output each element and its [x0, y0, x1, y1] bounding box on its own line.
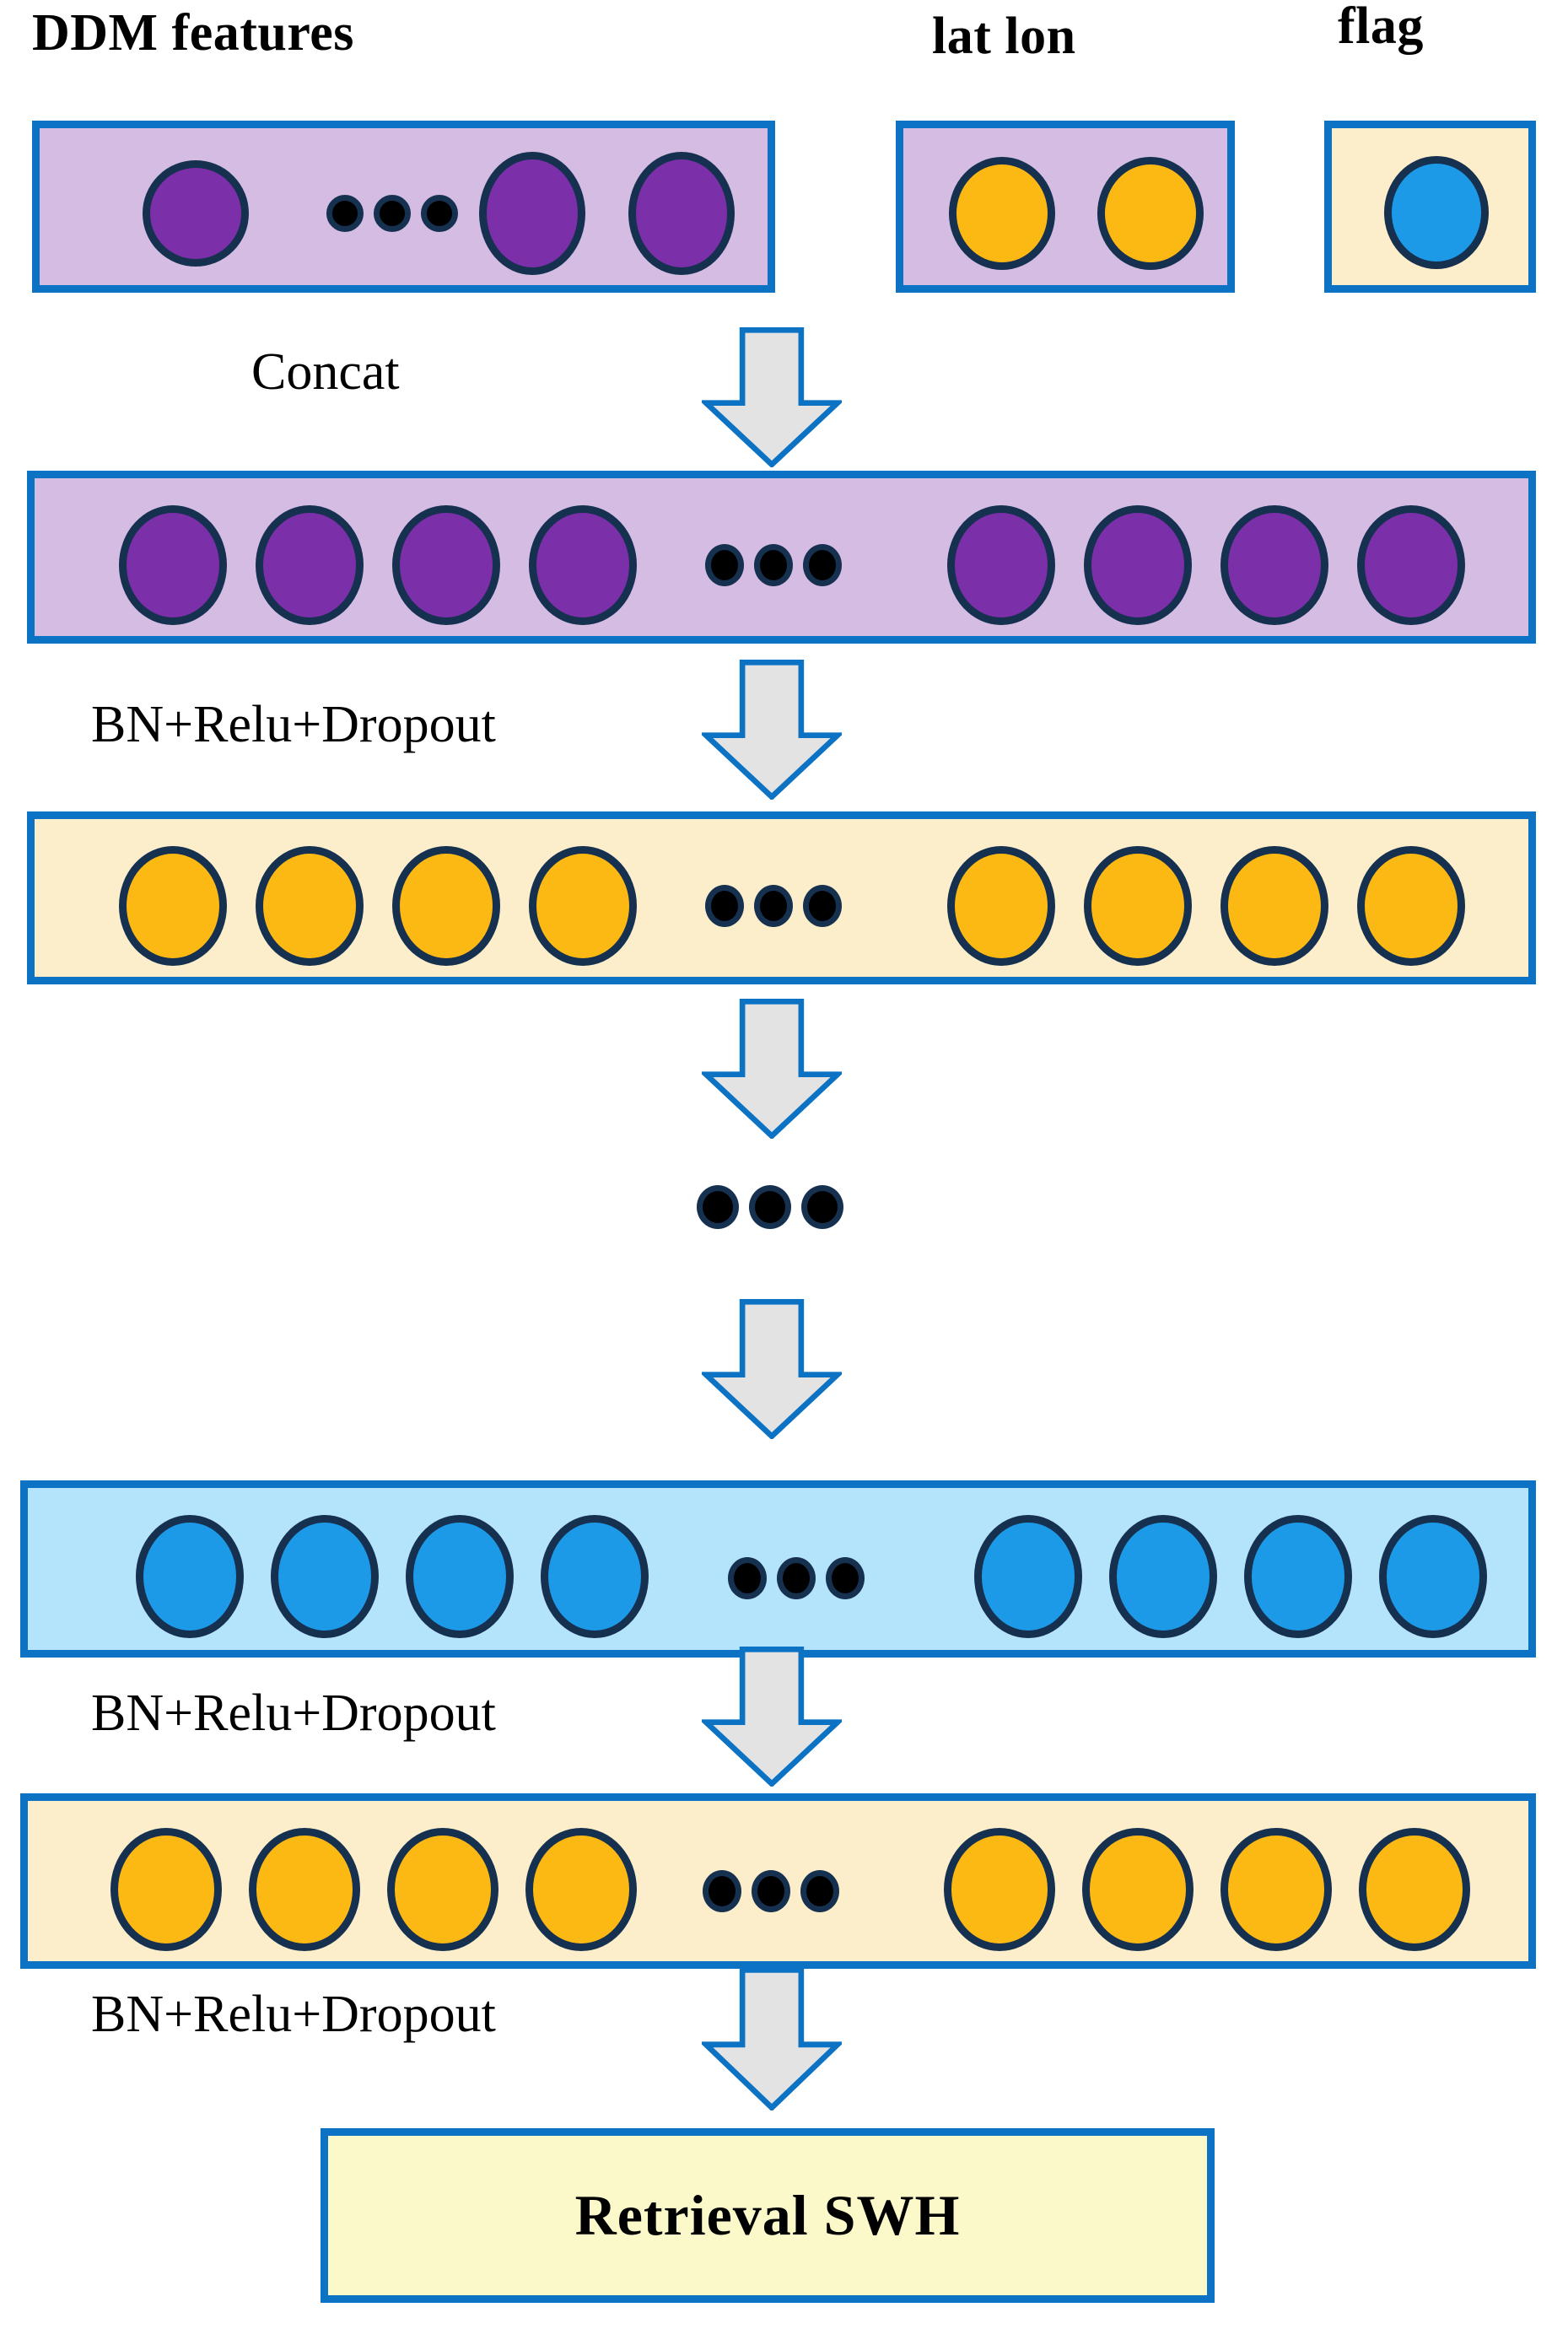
- ellipsis-dot: [754, 885, 793, 927]
- ellipsis-dot: [421, 195, 458, 232]
- retrieval-swh-box: Retrieval SWH: [321, 2128, 1215, 2303]
- header-lat-lon: lat lon: [932, 8, 1076, 65]
- neuron-concat-8: [1357, 505, 1465, 625]
- step-label-bn-relu-dropout-3: BN+Relu+Dropout: [91, 1986, 496, 2043]
- ellipsis-dot: [800, 1870, 839, 1912]
- neuron-concat-3: [392, 505, 500, 625]
- ellipsis-dot: [826, 1557, 865, 1599]
- ellipsis-dot: [697, 1185, 739, 1229]
- header-ddm-features: DDM features: [32, 4, 354, 62]
- ellipsis-dot: [754, 544, 793, 586]
- step-label-concat: Concat: [251, 343, 400, 401]
- ddm-features-box: [32, 121, 775, 293]
- arrow-bn-3-icon: [702, 1967, 842, 2110]
- neuron-gold1-5: [947, 846, 1055, 966]
- neuron-concat-7: [1220, 505, 1328, 625]
- neuron-ddm-3: [628, 152, 735, 275]
- ellipsis-dot: [803, 885, 842, 927]
- retrieval-swh-label: Retrieval SWH: [574, 2183, 961, 2247]
- arrow-concat-icon: [702, 327, 842, 467]
- neuron-lat: [949, 157, 1055, 270]
- neuron-blue-4: [541, 1515, 649, 1638]
- arrow-to-ellipsis-icon: [702, 999, 842, 1139]
- hidden-layer-blue: [20, 1480, 1536, 1658]
- ellipsis-dot: [777, 1557, 816, 1599]
- neuron-blue-7: [1244, 1515, 1352, 1638]
- arrow-bn-1-icon: [702, 660, 842, 800]
- arrow-from-ellipsis-icon: [702, 1299, 842, 1439]
- ellipsis-dot: [705, 544, 744, 586]
- neuron-blue-5: [974, 1515, 1082, 1638]
- step-label-bn-relu-dropout-1: BN+Relu+Dropout: [91, 696, 496, 753]
- ellipsis-dot: [803, 544, 842, 586]
- step-label-bn-relu-dropout-2: BN+Relu+Dropout: [91, 1685, 496, 1742]
- ellipsis-dot: [749, 1185, 791, 1229]
- neuron-gold2-3: [387, 1828, 498, 1951]
- neuron-concat-1: [119, 505, 227, 625]
- neuron-gold1-7: [1220, 846, 1328, 966]
- neuron-gold2-4: [525, 1828, 637, 1951]
- lat-lon-box: [896, 121, 1235, 293]
- neuron-ddm-1: [143, 160, 249, 267]
- neuron-gold1-4: [529, 846, 637, 966]
- neuron-blue-1: [136, 1515, 244, 1638]
- hidden-layer-gold-1: [27, 811, 1536, 984]
- neuron-gold2-6: [1082, 1828, 1194, 1951]
- neuron-gold1-3: [392, 846, 500, 966]
- hidden-layer-gold-2: [20, 1793, 1536, 1969]
- neuron-gold1-6: [1084, 846, 1192, 966]
- neuron-blue-3: [406, 1515, 514, 1638]
- neuron-concat-4: [529, 505, 637, 625]
- arrow-bn-2-icon: [702, 1647, 842, 1787]
- ellipsis-dot: [705, 885, 744, 927]
- neuron-concat-2: [256, 505, 364, 625]
- ellipsis-dot: [326, 195, 364, 232]
- neuron-concat-5: [947, 505, 1055, 625]
- neuron-flag: [1384, 156, 1489, 269]
- neuron-gold1-1: [119, 846, 227, 966]
- ellipsis-dot: [728, 1557, 767, 1599]
- neuron-blue-6: [1109, 1515, 1217, 1638]
- neuron-gold1-2: [256, 846, 364, 966]
- neuron-blue-2: [271, 1515, 379, 1638]
- header-flag: flag: [1338, 0, 1424, 55]
- neuron-concat-6: [1084, 505, 1192, 625]
- neuron-gold2-7: [1220, 1828, 1332, 1951]
- ellipsis-dot: [801, 1185, 843, 1229]
- flag-box: [1324, 121, 1536, 293]
- neuron-gold2-5: [944, 1828, 1055, 1951]
- neuron-gold2-8: [1359, 1828, 1470, 1951]
- ellipsis-dot: [703, 1870, 741, 1912]
- neuron-lon: [1097, 157, 1204, 270]
- neuron-blue-8: [1379, 1515, 1487, 1638]
- concat-layer: [27, 471, 1536, 644]
- ellipsis-dot: [752, 1870, 790, 1912]
- neuron-gold1-8: [1357, 846, 1465, 966]
- neuron-gold2-2: [249, 1828, 360, 1951]
- neuron-ddm-2: [479, 152, 585, 275]
- stacked-layers-ellipsis: [692, 1185, 860, 1236]
- ellipsis-dot: [374, 195, 411, 232]
- neuron-gold2-1: [110, 1828, 222, 1951]
